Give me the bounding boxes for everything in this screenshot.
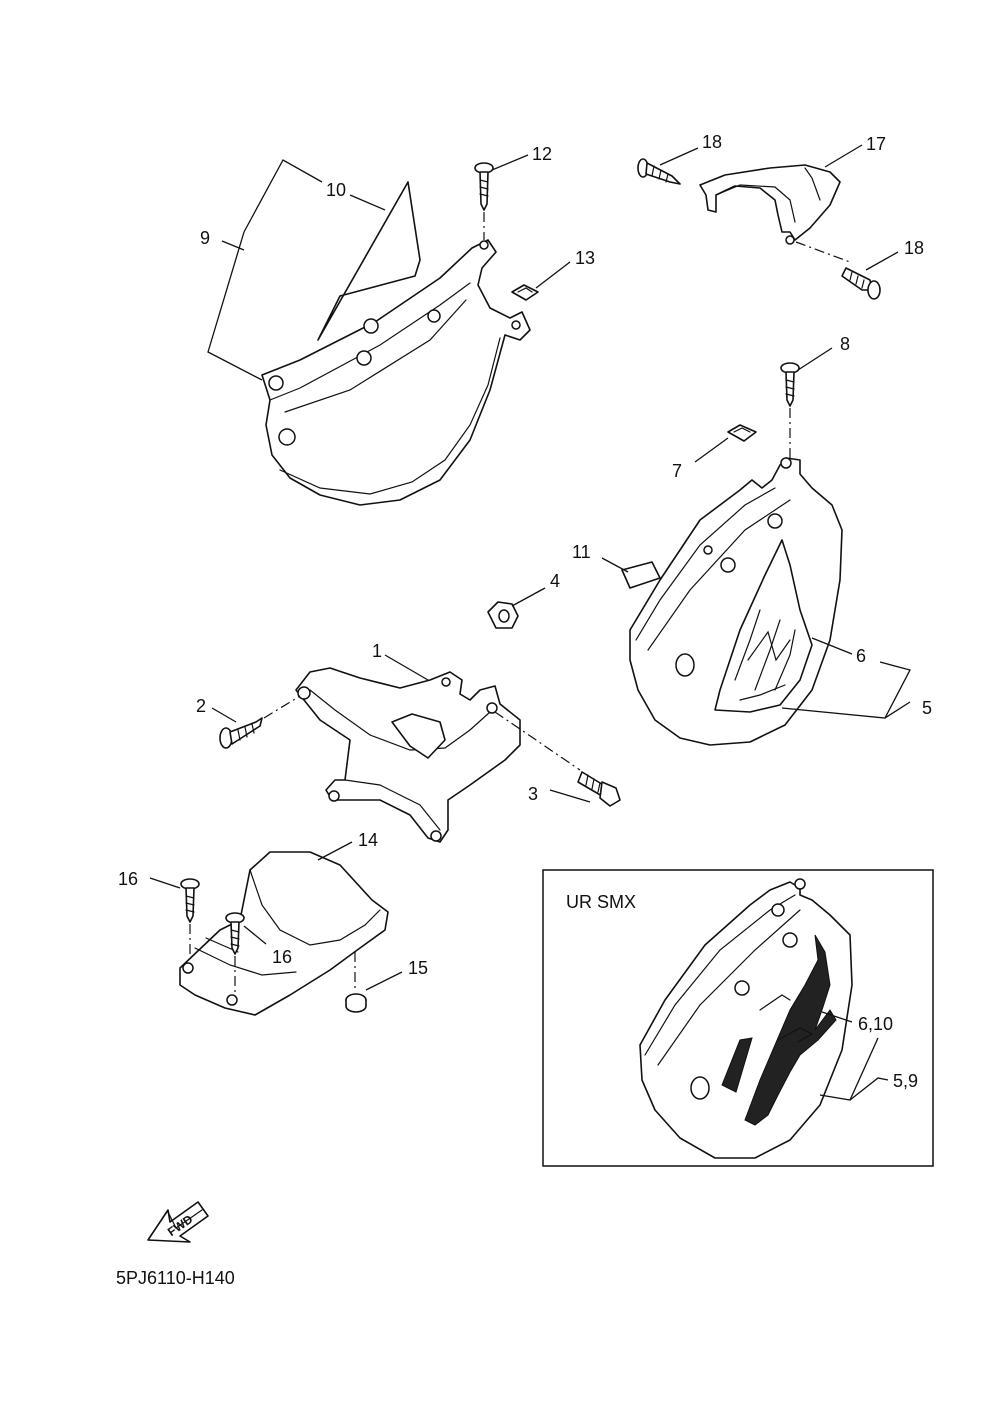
bolt-3 (494, 711, 621, 807)
screw-2 (211, 695, 301, 749)
clip-nut-7 (694, 424, 757, 463)
inset-label-lower: 5,9 (893, 1071, 918, 1091)
cover-boss (427, 309, 441, 323)
inset-side-cover (639, 878, 853, 1159)
mount-hole (479, 240, 489, 250)
inset-bracket-lower (849, 1077, 889, 1101)
bracket-9 (207, 231, 263, 381)
inset-frame (542, 869, 934, 1167)
nut-4 (487, 587, 546, 629)
callout-16-left: 16 (118, 869, 138, 889)
callout-17: 17 (866, 134, 886, 154)
callout-15: 15 (408, 958, 428, 978)
screw-18-lower (841, 251, 899, 300)
callout-2: 2 (196, 696, 206, 716)
callout-18-upper: 18 (702, 132, 722, 152)
leader-5 (884, 701, 911, 719)
grip-cover-14-body (179, 851, 389, 1016)
side-cover-left-body (261, 239, 531, 506)
bracket-5 (781, 661, 911, 719)
callout-4: 4 (550, 571, 560, 591)
inset-title: UR SMX (566, 892, 636, 912)
clip-nut-13 (511, 261, 571, 301)
callout-6: 6 (856, 646, 866, 666)
center-cover-1-body (295, 667, 521, 843)
grip-cover-14 (179, 841, 389, 1016)
cover-boss (278, 428, 296, 446)
side-cover-left (261, 181, 531, 506)
callout-8: 8 (840, 334, 850, 354)
center-cover-1 (295, 654, 521, 843)
leader-6 (811, 637, 853, 655)
callout-3: 3 (528, 784, 538, 804)
cover-boss (268, 375, 284, 391)
screw-8 (780, 347, 833, 458)
side-cover-right (629, 457, 843, 746)
grommet-15 (345, 952, 403, 1013)
callout-12: 12 (532, 144, 552, 164)
callout-10: 10 (326, 180, 346, 200)
axis-18 (795, 241, 851, 263)
callout-9: 9 (200, 228, 210, 248)
callout-11: 11 (572, 542, 591, 562)
screw-18-upper (637, 147, 699, 185)
cover-boss (363, 318, 379, 334)
callout-16-right: 16 (272, 947, 292, 967)
screw-16-left (149, 877, 200, 958)
callout-13: 13 (575, 248, 595, 268)
grip-cover-17 (699, 144, 863, 245)
leader-10 (349, 194, 386, 211)
leader-9 (221, 240, 245, 251)
callout-5: 5 (922, 698, 932, 718)
graphic-panel-left (317, 181, 421, 341)
mount-hole (511, 320, 521, 330)
callout-14: 14 (358, 830, 378, 850)
inset-label-upper: 6,10 (858, 1014, 893, 1034)
callout-18-lower: 18 (904, 238, 924, 258)
fwd-arrow-icon (147, 1201, 209, 1243)
callout-1: 1 (372, 641, 382, 661)
bracket-9-upper (243, 159, 323, 233)
screw-16-right (225, 912, 267, 992)
diagram-code: 5PJ6110-H140 (116, 1268, 235, 1288)
cover-boss (356, 350, 372, 366)
label-sticker-11 (601, 557, 661, 589)
inset-emblem (744, 934, 837, 1126)
callout-7: 7 (672, 461, 682, 481)
screw-12 (474, 154, 529, 240)
